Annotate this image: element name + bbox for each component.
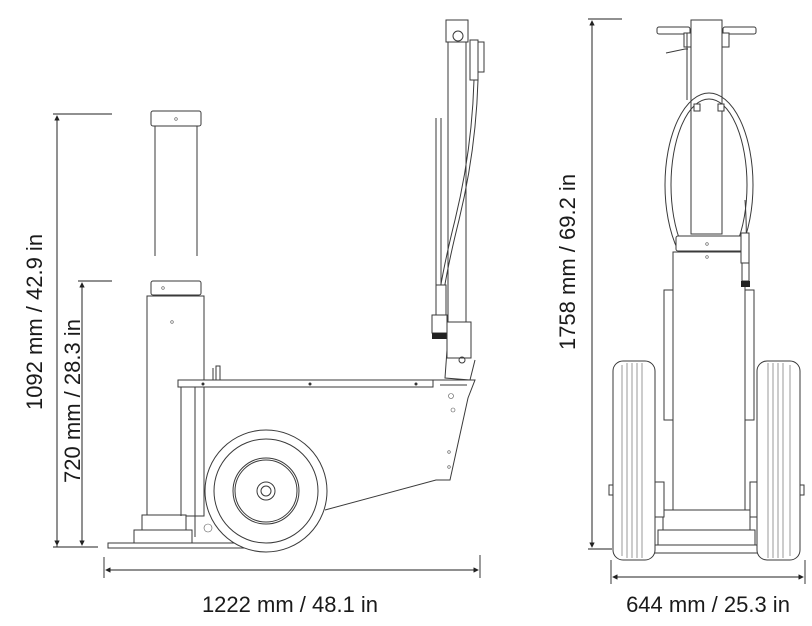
max-height-dimension-line [53,113,112,548]
front-body [635,232,779,554]
width-dimension-line [610,560,806,584]
length-dimension-line [103,555,481,578]
max-height-label: 1092 mm / 42.9 in [22,234,47,410]
side-handle [431,19,485,381]
width-label: 644 mm / 25.3 in [626,592,790,617]
left-wheel [608,360,656,561]
min-height-dimension-line [78,280,112,546]
min-height-label: 720 mm / 28.3 in [60,319,85,483]
total-height-dimension-line [588,18,622,550]
front-view: 644 mm / 25.3 in 1758 mm / 69.2 in [555,18,806,617]
front-column [656,19,757,235]
extended-ram [150,110,202,256]
total-height-label: 1758 mm / 69.2 in [555,174,580,350]
side-view: 1222 mm / 48.1 in 1092 mm / 42.9 in 720 … [22,19,485,617]
side-wheel [204,429,328,553]
right-wheel [756,360,805,561]
length-label: 1222 mm / 48.1 in [202,592,378,617]
